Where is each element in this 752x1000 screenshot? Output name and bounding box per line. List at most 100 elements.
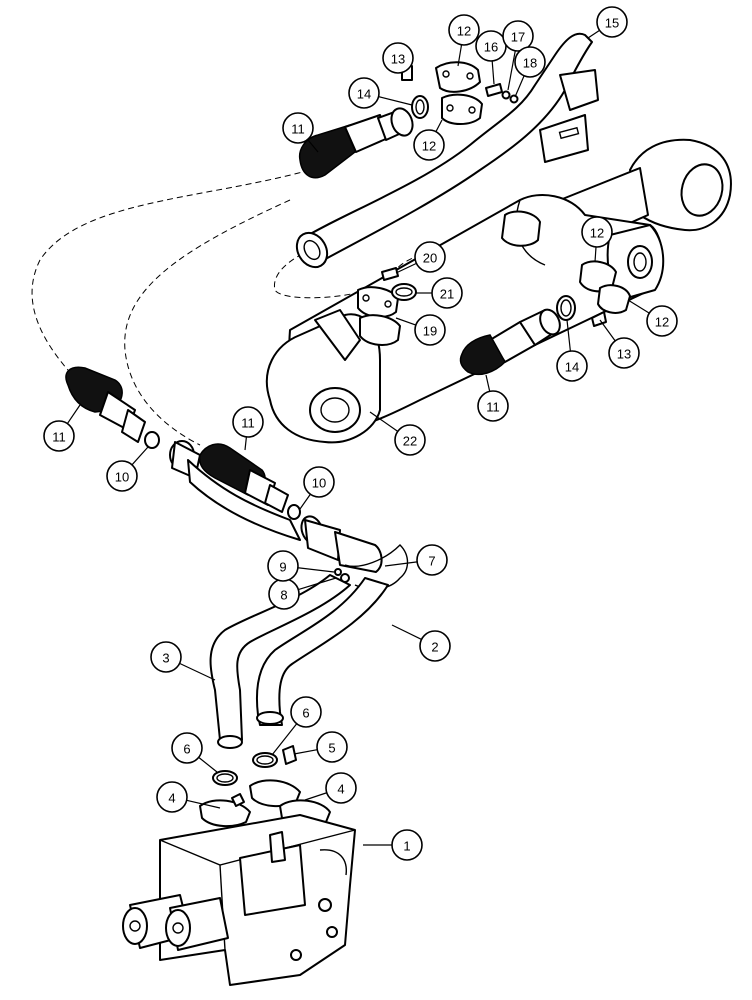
callout-c10b: 10 [299, 466, 335, 510]
callout-circle [414, 241, 446, 273]
callout-c4a: 4 [156, 781, 221, 813]
callout-c12d: 12 [627, 299, 678, 337]
callout-number: 19 [423, 324, 437, 339]
callout-circle [303, 466, 335, 498]
callout-number: 12 [590, 226, 604, 241]
callout-c9: 9 [267, 550, 335, 582]
callout-circle [150, 641, 182, 673]
callout-c12b: 12 [413, 119, 445, 161]
callout-c21: 21 [416, 277, 463, 309]
callout-c17: 17 [502, 20, 534, 91]
callout-leader-line [244, 436, 247, 451]
callout-number: 8 [280, 588, 287, 603]
callout-number: 13 [617, 347, 631, 362]
callout-c12c: 12 [581, 216, 613, 263]
callout-c7: 7 [384, 544, 448, 576]
callout-c6b: 6 [271, 696, 322, 756]
callout-leader-line [566, 319, 571, 352]
callout-circle [514, 46, 546, 78]
valve-flange-set [199, 745, 331, 828]
callout-circle [502, 20, 534, 52]
left-hose-assembly [65, 366, 201, 479]
callout-circle [413, 129, 445, 161]
callout-number: 6 [183, 742, 190, 757]
callout-circle [43, 420, 75, 452]
callout-c11c: 11 [477, 374, 509, 422]
callout-number: 15 [605, 16, 619, 31]
callout-leader-line [179, 662, 216, 681]
callout-circle [394, 424, 426, 456]
callout-leader-line [299, 493, 311, 510]
callout-leader-line [384, 561, 418, 567]
callout-number: 11 [291, 122, 305, 137]
callout-c13b: 13 [599, 319, 640, 369]
callout-leader-line [307, 139, 319, 153]
callout-number: 4 [168, 791, 175, 806]
callout-leader-line [599, 319, 616, 342]
callout-leader-line [378, 96, 413, 106]
upper-rigid-tube [295, 32, 599, 269]
callout-circle [232, 406, 264, 438]
callout-c2: 2 [391, 624, 451, 662]
callout-circle [416, 544, 448, 576]
callout-leader-line [507, 50, 516, 91]
callout-number: 10 [312, 476, 326, 491]
callout-leader-line [395, 317, 417, 326]
callout-number: 12 [457, 24, 471, 39]
callout-leader-line [271, 723, 298, 756]
callout-number: 16 [484, 40, 498, 55]
callout-leader-line [395, 262, 417, 274]
callout-leader-line [587, 29, 600, 39]
callout-leader-line [369, 411, 399, 432]
callout-circle [290, 696, 322, 728]
callout-c20: 20 [395, 241, 446, 274]
callout-circle [391, 829, 423, 861]
callout-c19: 19 [395, 314, 446, 346]
upper-hose-assembly [298, 107, 414, 179]
callout-leader-line [297, 567, 335, 573]
callout-number: 18 [523, 56, 537, 71]
callout-c4b: 4 [304, 772, 357, 804]
callout-circle [282, 112, 314, 144]
callout-c18: 18 [514, 46, 546, 98]
callout-number: 13 [391, 52, 405, 67]
callout-number: 22 [403, 434, 417, 449]
callout-number: 17 [511, 30, 525, 45]
callout-number: 10 [115, 470, 129, 485]
cylinder-flange-set [357, 260, 631, 346]
callout-leader-line [298, 577, 337, 591]
lift-cylinder [265, 138, 732, 444]
callout-number: 9 [279, 560, 286, 575]
callout-circle [267, 550, 299, 582]
callout-circle [477, 390, 509, 422]
callout-number: 20 [423, 251, 437, 266]
callout-number: 3 [162, 651, 169, 666]
callout-c11b: 11 [232, 406, 264, 451]
callout-c10a: 10 [106, 446, 149, 492]
callout-number: 6 [302, 706, 309, 721]
callout-c16: 16 [475, 30, 507, 85]
callout-c12a: 12 [448, 14, 480, 67]
upper-flange-set [401, 61, 519, 125]
callout-c3: 3 [150, 641, 216, 681]
control-valve-body [122, 814, 356, 986]
callout-circle [414, 314, 446, 346]
callout-leader-line [131, 446, 149, 466]
callout-c14b: 14 [556, 319, 588, 382]
callout-number: 2 [431, 640, 438, 655]
callout-number: 7 [428, 554, 435, 569]
callout-leader-line [186, 799, 221, 809]
callout-number: 5 [328, 741, 335, 756]
cylinder-hose-assembly [459, 308, 561, 376]
callout-leader-line [627, 299, 650, 314]
callout-number: 11 [52, 430, 66, 445]
callout-circle [419, 630, 451, 662]
callout-number: 11 [241, 416, 255, 431]
callout-leader-line [594, 246, 597, 263]
callout-number: 14 [565, 360, 579, 375]
callout-c6a: 6 [171, 732, 218, 773]
callout-c5: 5 [293, 731, 348, 763]
callout-circle [348, 77, 380, 109]
